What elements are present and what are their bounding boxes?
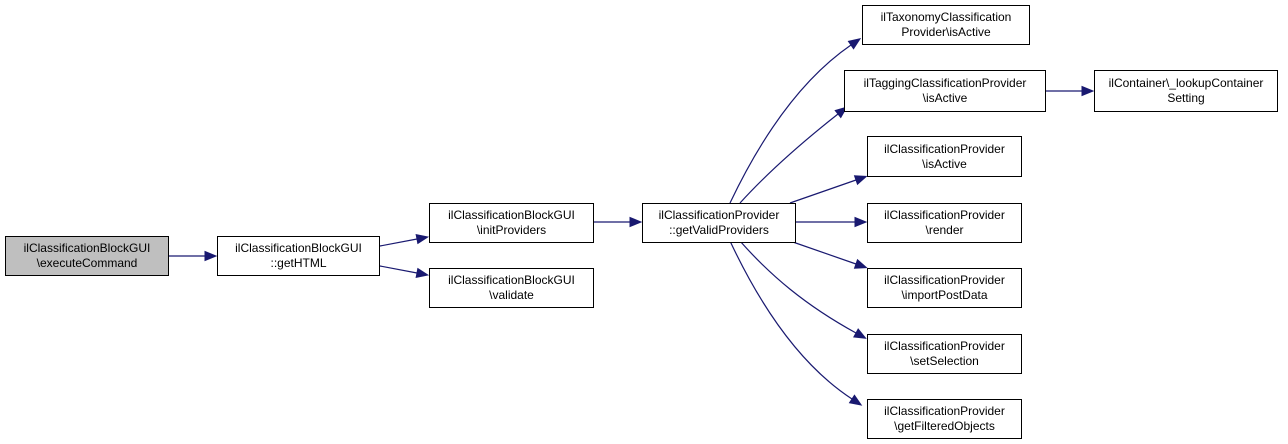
arrowhead-icon: [834, 106, 848, 119]
node-tagging-isactive[interactable]: ilTaggingClassificationProvider \isActiv…: [844, 70, 1046, 112]
node-render-line-2: \render: [925, 223, 964, 237]
arrowhead-icon: [853, 258, 868, 269]
edge-getvalidproviders-to-render: [796, 216, 868, 228]
node-importpostdata[interactable]: ilClassificationProvider \importPostData: [867, 268, 1022, 308]
arrowhead-icon: [847, 38, 862, 50]
node-gethtml-line-2: ::getHTML: [270, 256, 327, 270]
edge-getvalidproviders-to-importpostdata: [789, 240, 868, 269]
node-importpostdata-line-1: ilClassificationProvider: [884, 273, 1005, 287]
node-taxonomy-isactive-line-1: ilTaxonomyClassification: [880, 10, 1012, 24]
node-render[interactable]: ilClassificationProvider \render: [867, 203, 1022, 243]
node-lookupcontainersetting-line-1: ilContainer\_lookupContainer: [1108, 76, 1264, 90]
node-getfilteredobjects-line-1: ilClassificationProvider: [884, 404, 1005, 418]
node-setselection-line-2: \setSelection: [910, 354, 979, 368]
node-executecommand[interactable]: ilClassificationBlockGUI \executeCommand: [5, 236, 169, 276]
node-validate[interactable]: ilClassificationBlockGUI \validate: [429, 268, 594, 308]
node-getfilteredobjects-line-2: \getFilteredObjects: [894, 419, 995, 433]
node-provider-isactive-line-2: \isActive: [922, 156, 967, 171]
edge-line: [729, 240, 853, 400]
node-tagging-isactive-line-2: \isActive: [922, 91, 968, 105]
node-executecommand-line-2: \executeCommand: [36, 256, 138, 270]
node-provider-isactive[interactable]: ilClassificationProvider \isActive: [867, 136, 1022, 177]
node-gethtml-line-1: ilClassificationBlockGUI: [235, 241, 362, 255]
node-getvalidproviders-line-2: ::getValidProviders: [669, 223, 769, 237]
node-gethtml[interactable]: ilClassificationBlockGUI ::getHTML: [217, 236, 380, 276]
node-initproviders-line-1: ilClassificationBlockGUI: [448, 208, 575, 222]
edge-getvalidproviders-to-taxonomyisactive: [729, 38, 862, 204]
node-validate-line-1: ilClassificationBlockGUI: [448, 273, 575, 287]
node-render-line-1: ilClassificationProvider: [884, 208, 1005, 222]
edge-line: [739, 113, 839, 204]
edge-line: [789, 179, 857, 204]
edge-getvalidproviders-to-setselection: [739, 240, 867, 339]
arrowhead-icon: [204, 250, 218, 262]
node-provider-isactive-line-1: ilClassificationProvider: [884, 141, 1005, 156]
edge-executecommand-to-gethtml: [169, 250, 218, 262]
edge-getvalidproviders-to-getfilteredobjects: [729, 240, 863, 406]
node-setselection[interactable]: ilClassificationProvider \setSelection: [867, 334, 1022, 374]
arrowhead-icon: [854, 216, 868, 228]
node-initproviders-line-2: \initProviders: [476, 223, 547, 237]
node-lookupcontainersetting-line-2: Setting: [1167, 91, 1205, 105]
arrowhead-icon: [415, 233, 430, 245]
arrowhead-icon: [1081, 85, 1095, 97]
arrowhead-icon: [853, 175, 868, 186]
node-lookupcontainersetting[interactable]: ilContainer\_lookupContainer Setting: [1094, 70, 1278, 112]
edge-gethtml-to-initproviders: [379, 233, 430, 247]
node-getvalidproviders[interactable]: ilClassificationProvider ::getValidProvi…: [642, 203, 796, 243]
node-initproviders[interactable]: ilClassificationBlockGUI \initProviders: [429, 203, 594, 243]
arrowhead-icon: [848, 394, 863, 406]
edge-getvalidproviders-to-providerisactive: [789, 175, 868, 204]
edge-line: [379, 238, 418, 247]
node-tagging-isactive-line-1: ilTaggingClassificationProvider: [863, 76, 1027, 90]
node-importpostdata-line-2: \importPostData: [901, 288, 988, 302]
edge-gethtml-to-validate: [379, 265, 430, 279]
node-taxonomy-isactive[interactable]: ilTaxonomyClassification Provider\isActi…: [862, 5, 1030, 45]
edge-line: [729, 44, 852, 204]
edge-initproviders-to-getvalidproviders: [594, 216, 643, 228]
edge-line: [739, 240, 857, 334]
node-getvalidproviders-line-1: ilClassificationProvider: [658, 208, 780, 222]
arrowhead-icon: [629, 216, 643, 228]
arrowhead-icon: [853, 328, 867, 339]
node-setselection-line-1: ilClassificationProvider: [884, 339, 1005, 353]
node-validate-line-2: \validate: [489, 288, 534, 302]
arrowhead-icon: [415, 267, 430, 279]
edge-getvalidproviders-to-taggingisactive: [739, 106, 848, 204]
node-taxonomy-isactive-line-2: Provider\isActive: [901, 25, 991, 39]
node-getfilteredobjects[interactable]: ilClassificationProvider \getFilteredObj…: [867, 399, 1022, 439]
edge-line: [789, 240, 857, 265]
edge-line: [379, 265, 418, 274]
node-executecommand-line-1: ilClassificationBlockGUI: [23, 241, 151, 255]
edge-taggingisactive-to-lookupcontainersetting: [1046, 85, 1095, 97]
